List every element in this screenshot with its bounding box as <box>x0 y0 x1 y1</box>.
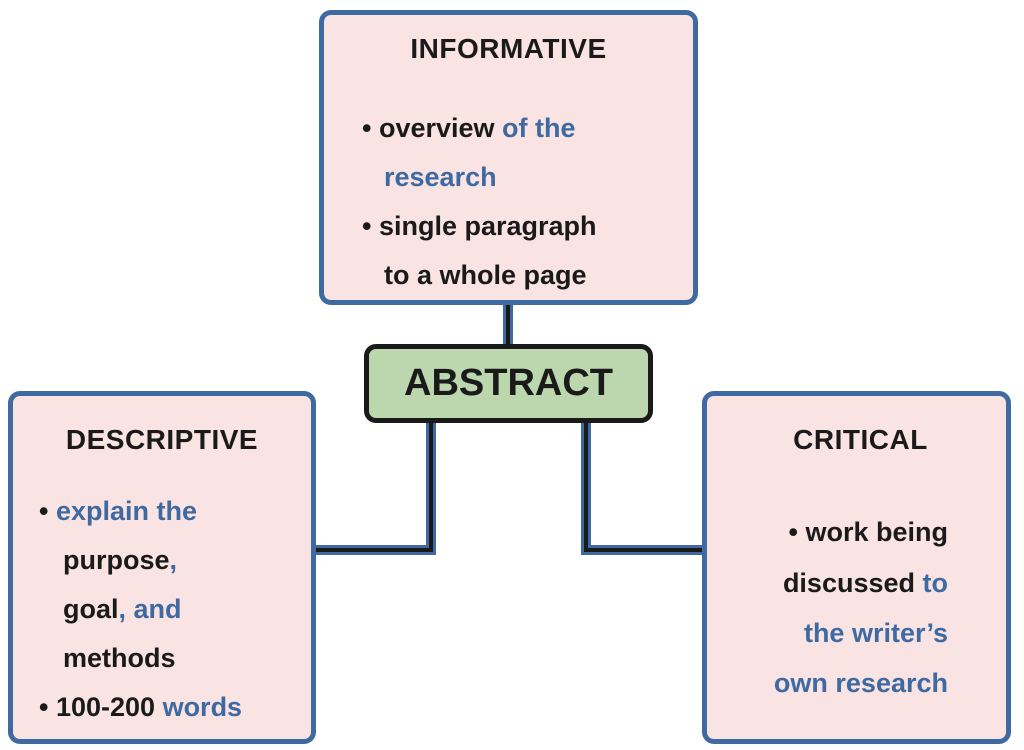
descriptive-purpose-comma: , <box>169 545 178 575</box>
critical-item-work-line4: own research <box>773 668 948 698</box>
critical-box: CRITICAL • work being discussed to the w… <box>702 391 1011 744</box>
critical-item-work-line2: discussed to <box>783 558 948 608</box>
abstract-center-box: ABSTRACT <box>364 344 653 423</box>
informative-item-length: • single paragraph <box>362 201 597 251</box>
critical-item-work: • work being <box>789 507 948 557</box>
descriptive-item-words-text: words <box>155 692 243 722</box>
descriptive-item-explain-line4: methods <box>63 643 176 673</box>
informative-item-overview-line2: research <box>384 162 497 192</box>
critical-discussed-text: discussed <box>782 568 915 598</box>
informative-item-length-text: single paragraph <box>378 211 597 241</box>
informative-box: INFORMATIVE • overview of the research •… <box>319 10 698 305</box>
descriptive-goal-and: , and <box>118 594 182 624</box>
bullet: • <box>788 517 798 547</box>
connector-critical-inner <box>584 421 704 552</box>
descriptive-item-words: • 100-200 words <box>39 682 242 732</box>
informative-title: INFORMATIVE <box>410 33 607 64</box>
bullet: • <box>362 113 372 143</box>
descriptive-item-words-count: 100-200 <box>55 692 156 722</box>
informative-item-length-line2: to a whole page <box>384 260 587 290</box>
bullet: • <box>39 692 49 722</box>
descriptive-item-explain-text: explain the <box>55 496 198 526</box>
critical-item-work-line3: the writer’s <box>803 618 948 648</box>
descriptive-item-explain-line2: purpose, <box>63 535 177 585</box>
informative-item-overview: • overview of the <box>362 103 576 153</box>
descriptive-item-explain: • explain the <box>39 486 197 536</box>
connector-descriptive-outer <box>314 421 436 555</box>
connector-descriptive-inner <box>314 421 433 552</box>
descriptive-purpose-text: purpose <box>63 545 170 575</box>
connector-critical-outer <box>581 421 704 555</box>
bullet: • <box>362 211 372 241</box>
bullet: • <box>39 496 49 526</box>
critical-item-work-text: work being <box>805 517 948 547</box>
descriptive-item-explain-line3: goal, and <box>63 584 182 634</box>
descriptive-goal-text: goal <box>63 594 119 624</box>
descriptive-box: DESCRIPTIVE • explain the purpose, goal,… <box>8 391 316 744</box>
descriptive-title: DESCRIPTIVE <box>65 424 259 455</box>
critical-title: CRITICAL <box>793 424 928 455</box>
critical-to-text: to <box>915 568 949 598</box>
informative-item-overview-text-accent: of the <box>494 113 576 143</box>
informative-item-overview-text: overview <box>378 113 495 143</box>
